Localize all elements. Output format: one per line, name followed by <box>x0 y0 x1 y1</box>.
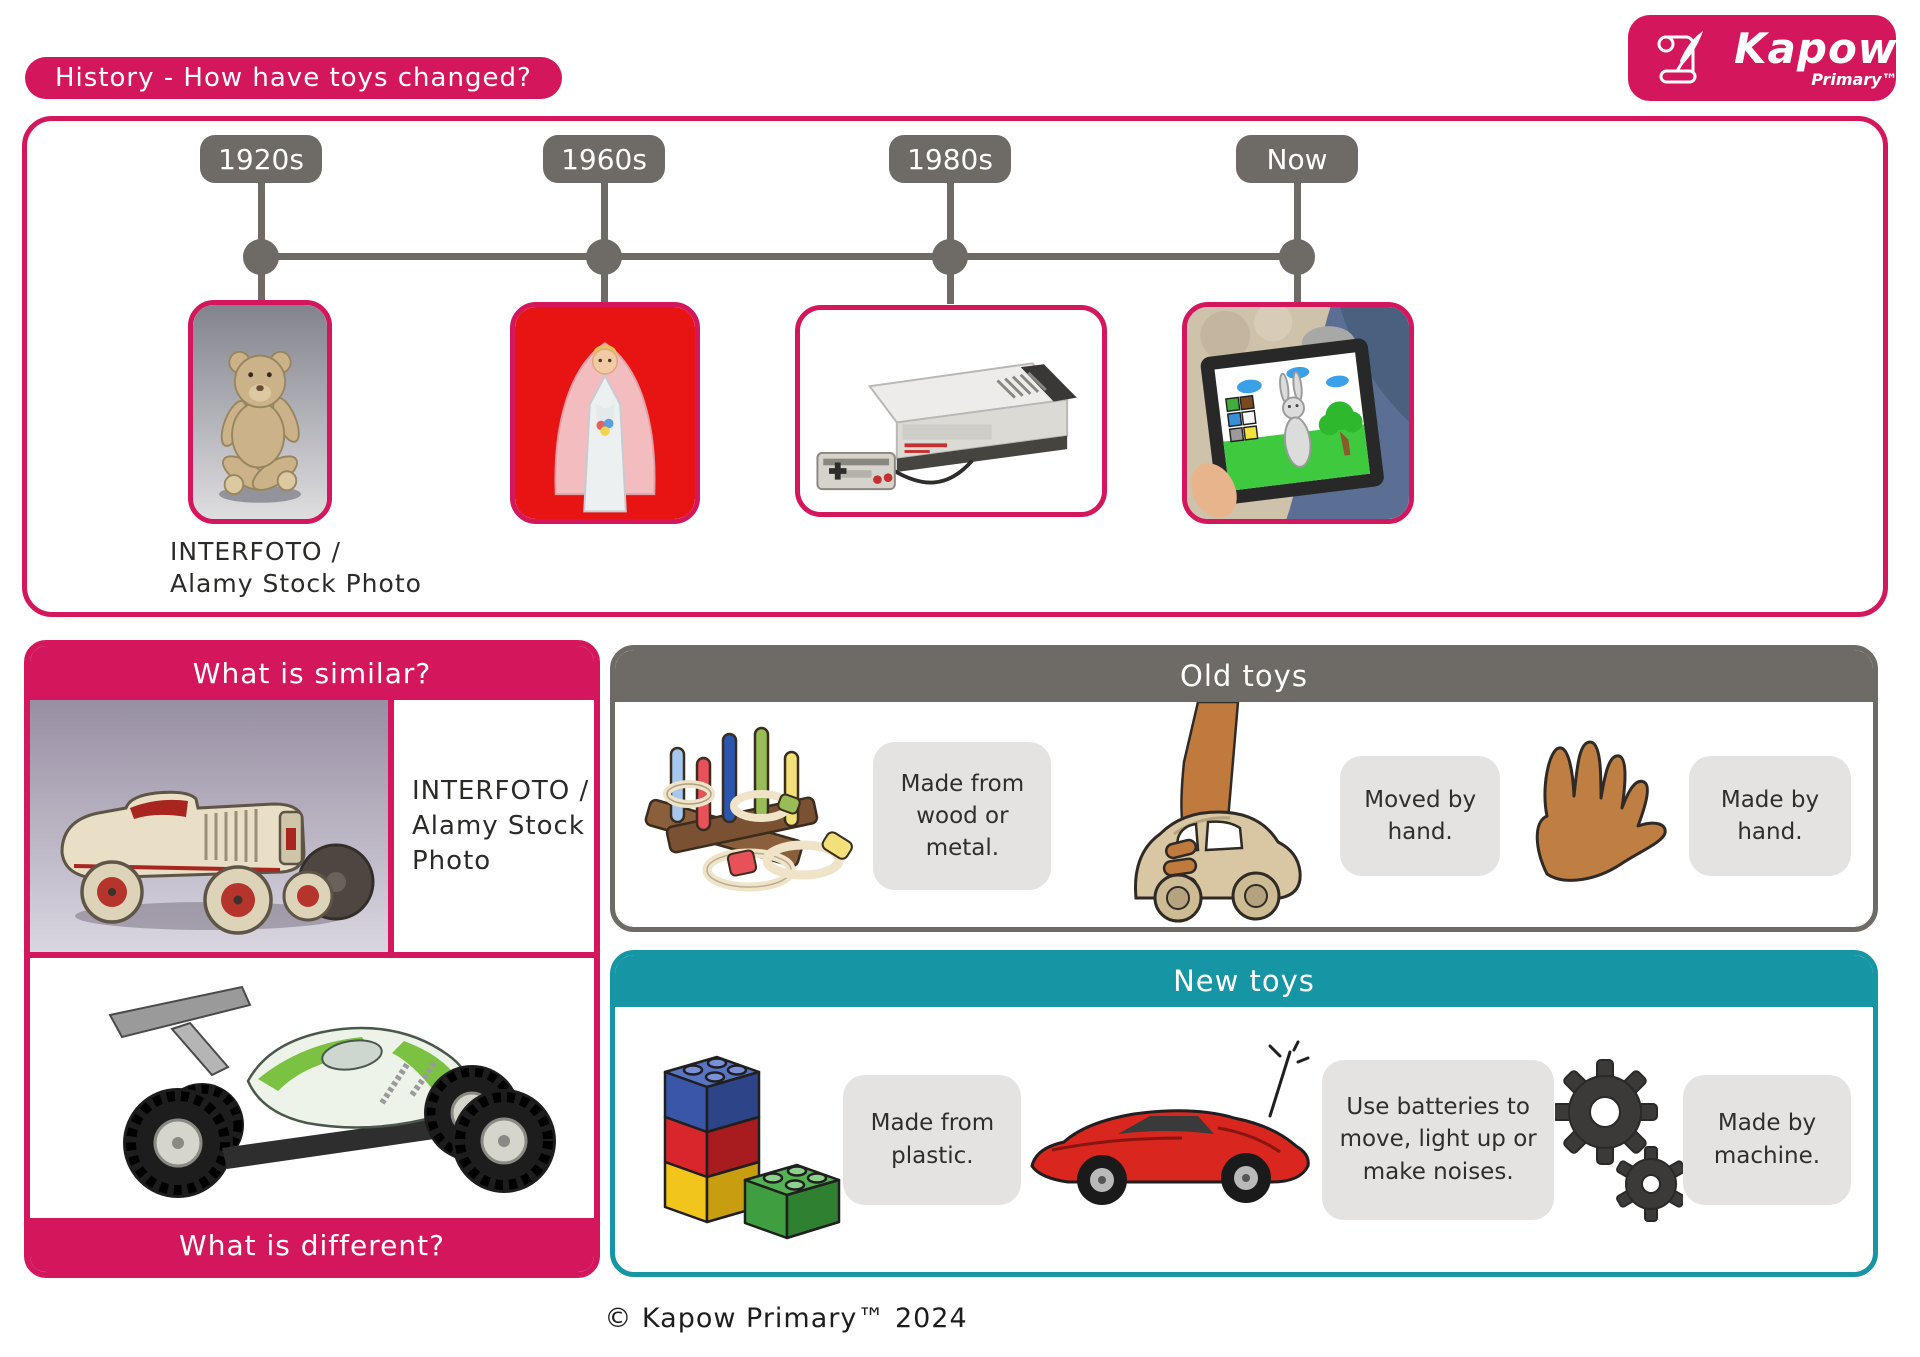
hand-illustration <box>1519 734 1671 898</box>
page-title-text: History - How have toys changed? <box>55 63 532 93</box>
hand-pushing-car-illustration <box>1070 700 1322 927</box>
different-header-text: What is different? <box>179 1228 445 1262</box>
old-toys-panel: Old toys <box>610 645 1878 932</box>
games-console-image <box>795 305 1107 517</box>
fact-text: Made by hand. <box>1720 786 1820 845</box>
logo-brand: Kapow <box>1734 24 1898 73</box>
era-pill-1920s: 1920s <box>200 135 322 183</box>
rc-buggy-image <box>30 958 594 1218</box>
era-label: 1980s <box>907 142 993 176</box>
era-label: Now <box>1266 142 1328 176</box>
gears-illustration <box>1551 1054 1686 1226</box>
fact-box: Made by machine. <box>1682 1074 1851 1205</box>
compare-panel: What is similar? <box>24 640 600 1278</box>
fact-box: Made from plastic. <box>843 1074 1022 1205</box>
timeline-dot-1980s <box>932 239 968 275</box>
credit-line: INTERFOTO / <box>170 537 341 566</box>
era-label: 1960s <box>561 142 647 176</box>
era-label: 1920s <box>218 142 304 176</box>
similar-header: What is similar? <box>30 646 594 700</box>
era-pill-1980s: 1980s <box>889 135 1011 183</box>
logo-sub-brand: Primary™ <box>1811 70 1898 89</box>
tin-car-image <box>30 700 388 952</box>
teddy-bear-image <box>188 300 332 524</box>
new-toys-header: New toys <box>615 955 1873 1007</box>
new-toys-header-text: New toys <box>1173 964 1315 998</box>
fact-box: Made by hand. <box>1688 756 1851 876</box>
timeline-connector <box>1294 260 1301 304</box>
different-header: What is different? <box>30 1218 594 1272</box>
timeline-connector <box>601 183 608 256</box>
fact-text: Made from wood or metal. <box>900 770 1025 862</box>
fact-text: Moved by hand. <box>1364 786 1477 845</box>
credit-line: Alamy Stock Photo <box>170 569 422 598</box>
new-toys-panel: New toys <box>610 950 1878 1277</box>
kapow-primary-logo: Kapow Primary™ <box>1628 15 1898 101</box>
timeline-connector <box>258 260 265 304</box>
scroll-quill-icon <box>1646 23 1708 93</box>
timeline-dot-1960s <box>586 239 622 275</box>
era-pill-1960s: 1960s <box>543 135 665 183</box>
old-toys-row: Made from wood or metal. <box>615 700 1873 927</box>
new-toys-row: Made from plastic. Use batteri <box>615 1007 1873 1272</box>
old-toy-photo-row: INTERFOTO / Alamy Stock Photo <box>30 700 594 958</box>
compare-photo-credit: INTERFOTO / Alamy Stock Photo <box>388 700 594 952</box>
copyright-text: © Kapow Primary™ 2024 <box>604 1303 968 1334</box>
remote-control-car-illustration <box>1022 1038 1322 1242</box>
credit-line: Photo <box>412 845 492 876</box>
timeline-connector <box>947 260 954 304</box>
similar-header-text: What is similar? <box>192 656 432 690</box>
timeline-photo-credit: INTERFOTO / Alamy Stock Photo <box>170 536 422 600</box>
fact-box: Moved by hand. <box>1340 756 1501 876</box>
fact-text: Use batteries to move, light up or make … <box>1339 1094 1537 1185</box>
credit-line: Alamy Stock <box>412 810 585 841</box>
fact-box: Made from wood or metal. <box>873 742 1052 890</box>
rc-buggy <box>108 985 556 1198</box>
logo-wordmark: Kapow Primary™ <box>1734 28 1898 88</box>
old-toys-header-text: Old toys <box>1180 659 1308 693</box>
page-title: History - How have toys changed? <box>25 57 562 99</box>
timeline-connector <box>258 183 265 256</box>
timeline-dot-now <box>1279 239 1315 275</box>
era-pill-now: Now <box>1236 135 1358 183</box>
timeline-axis <box>261 253 1297 260</box>
fact-box: Use batteries to move, light up or make … <box>1322 1059 1555 1220</box>
child-with-tablet-image <box>1182 302 1414 524</box>
bride-doll-image <box>510 302 700 524</box>
timeline-connector <box>1294 183 1301 256</box>
timeline-connector <box>947 183 954 256</box>
old-toys-header: Old toys <box>615 650 1873 702</box>
fact-text: Made by machine. <box>1713 1110 1821 1169</box>
credit-line: INTERFOTO / <box>412 775 590 806</box>
ring-toss-illustration <box>637 708 855 924</box>
timeline-dot-1920s <box>243 239 279 275</box>
fact-text: Made from plastic. <box>870 1110 995 1169</box>
lego-bricks-illustration <box>637 1032 843 1248</box>
timeline-connector <box>601 260 608 304</box>
